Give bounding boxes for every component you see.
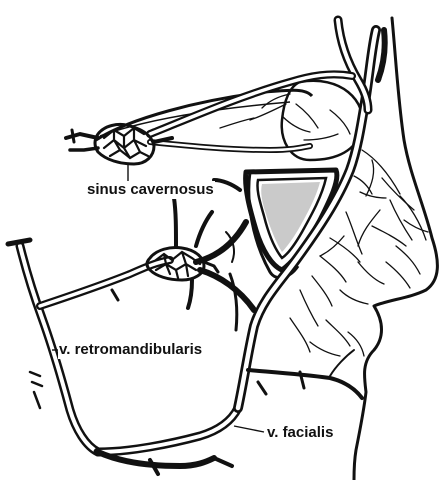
label-v-facialis: v. facialis xyxy=(266,424,334,442)
label-v-retromandibularis: v. retromandibularis xyxy=(58,341,203,359)
leader-lines xyxy=(52,164,264,432)
label-sinus-cavernosus: sinus cavernosus xyxy=(86,181,215,199)
vein-network xyxy=(8,20,385,474)
